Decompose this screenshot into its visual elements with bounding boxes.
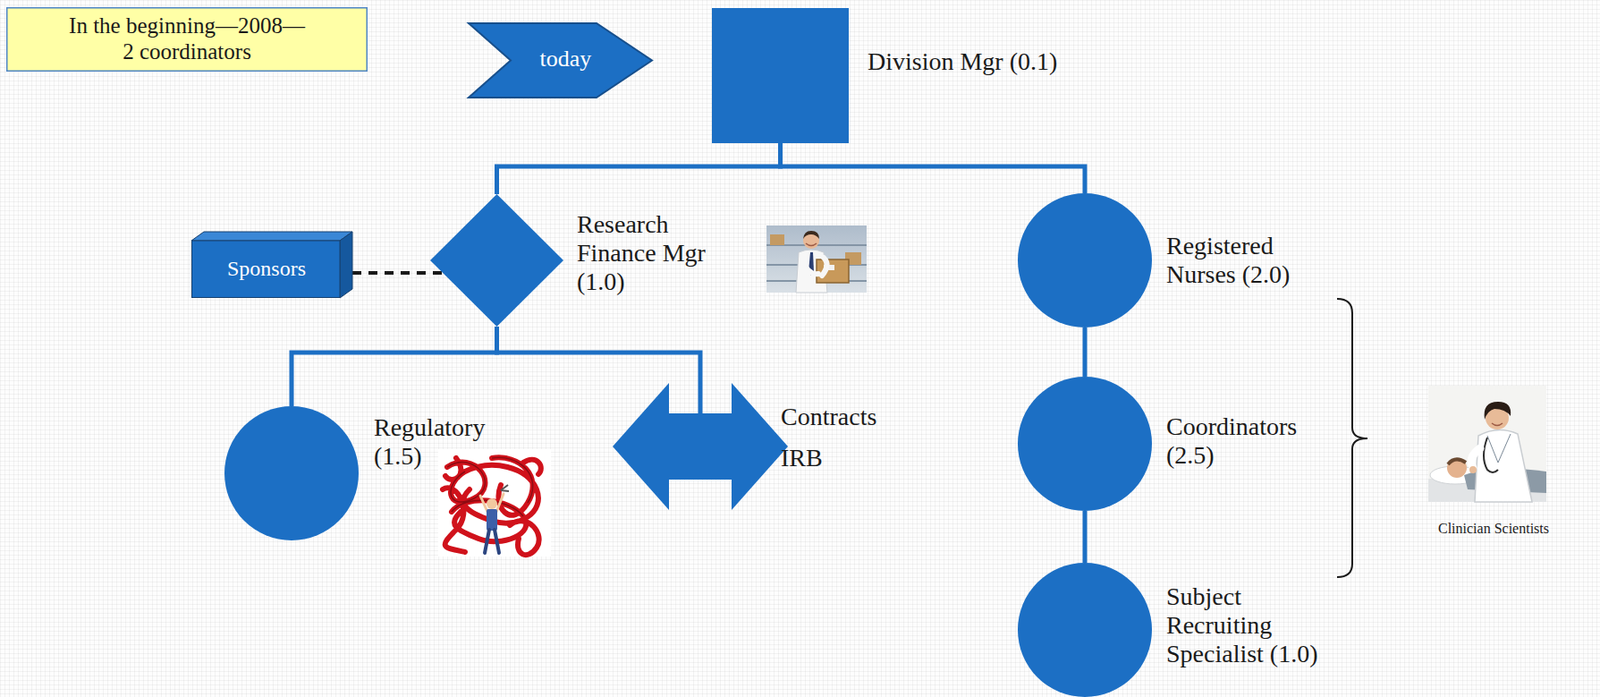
role-circle: Registered Nurses (2.0) [1017, 193, 1152, 328]
photo-background [766, 225, 867, 293]
square-outline [711, 8, 849, 144]
circle-fill [1017, 562, 1152, 697]
double-arrow: ContractsIRB [612, 382, 788, 510]
figure-legs [484, 529, 500, 553]
cardboard-box [816, 259, 849, 283]
coat-collar [1487, 433, 1511, 463]
curly-bracket [1337, 298, 1368, 577]
role-label: Research Finance Mgr (1.0) [576, 210, 728, 297]
patient-head [1447, 457, 1467, 478]
shape-text: Sponsors [227, 256, 306, 282]
circle-outline [224, 406, 359, 541]
patient-hair [1447, 458, 1466, 465]
text-holder: Coordinators (2.5) [1166, 412, 1314, 470]
doctor-arm [1471, 448, 1481, 468]
sponsor-box: Sponsors [191, 231, 353, 298]
text-holder: Division Mgr (0.1) [867, 47, 1101, 77]
box-top [191, 231, 353, 241]
circle-fill [1017, 376, 1152, 511]
role-label: Coordinators (2.5) [1166, 412, 1314, 470]
text-holder: Research Finance Mgr (1.0) [576, 210, 728, 297]
picture-caption: Clinician Scientists [1422, 520, 1566, 537]
text-holder: Subject Recruiting Specialist (1.0) [1166, 582, 1337, 669]
doctor-hair [1484, 401, 1512, 420]
smile [805, 243, 817, 246]
tape-shading [447, 457, 534, 517]
doctor-smile [1491, 423, 1503, 426]
org-connector [780, 143, 1086, 194]
box-side [339, 231, 353, 298]
chevron-tag: today [467, 22, 653, 99]
doctor-hand [1469, 465, 1477, 474]
photo-background [1428, 385, 1547, 502]
arms [802, 257, 828, 276]
square-fill [711, 8, 849, 144]
diamond-outline [430, 194, 564, 327]
role-label: Subject Recruiting Specialist (1.0) [1166, 582, 1337, 669]
circle-fill [224, 406, 359, 541]
text-holder: Registered Nurses (2.0) [1166, 231, 1314, 289]
text-holder: Sponsors [191, 231, 353, 298]
role-label: Division Mgr (0.1) [867, 47, 1101, 77]
circle-fill [1017, 193, 1152, 328]
role-label: IRB [780, 443, 915, 473]
role-label: Contracts [780, 402, 915, 432]
role-label: Registered Nurses (2.0) [1166, 231, 1314, 289]
note-box: In the beginning—2008— 2 coordinators [6, 7, 368, 72]
box-front [192, 240, 341, 298]
dblarrow-outline [612, 382, 788, 510]
note-fill [7, 8, 368, 72]
shirt [795, 249, 828, 293]
arrow-fill [612, 382, 788, 510]
shelf-box [770, 234, 785, 246]
figure-body [486, 508, 498, 531]
red-tape-picture [438, 448, 551, 557]
diamond-fill [430, 194, 564, 327]
circle-outline [1017, 193, 1152, 328]
figure-arms [480, 493, 504, 512]
role-circle: Coordinators (2.5) [1017, 376, 1152, 511]
dashed-connector [352, 270, 443, 275]
chevron-fill [468, 23, 652, 98]
finance-diamond: Research Finance Mgr (1.0) [430, 194, 564, 327]
org-connector [1083, 510, 1088, 563]
circle-outline [1017, 562, 1152, 697]
org-connector [291, 326, 498, 407]
role-circle: Regulatory (1.5) [224, 406, 359, 541]
shape-text: In the beginning—2008— 2 coordinators [66, 13, 308, 66]
figure-head [486, 498, 498, 509]
role-label: Regulatory (1.5) [373, 413, 504, 471]
white-coat [1474, 429, 1533, 502]
label-holder: Clinician Scientists [1422, 520, 1566, 537]
clinician-photo [1428, 385, 1547, 502]
text-holder: today [467, 22, 653, 99]
stethoscope [1483, 437, 1499, 473]
org-connector [1083, 327, 1088, 377]
role-circle: Subject Recruiting Specialist (1.0) [1017, 562, 1152, 697]
shape-text: today [540, 45, 593, 73]
red-tape [442, 457, 542, 555]
text-holder: Regulatory (1.5) [373, 413, 504, 471]
circle-outline [1017, 376, 1152, 511]
org-connector [497, 326, 702, 414]
org-connector [497, 143, 781, 195]
text-holder: In the beginning—2008— 2 coordinators [6, 7, 368, 72]
picture-background [438, 448, 551, 557]
hair [803, 230, 820, 239]
manager-square: Division Mgr (0.1) [711, 8, 849, 144]
scissors [500, 484, 509, 492]
manager-photo [766, 225, 867, 293]
text-holder: ContractsIRB [780, 402, 915, 473]
